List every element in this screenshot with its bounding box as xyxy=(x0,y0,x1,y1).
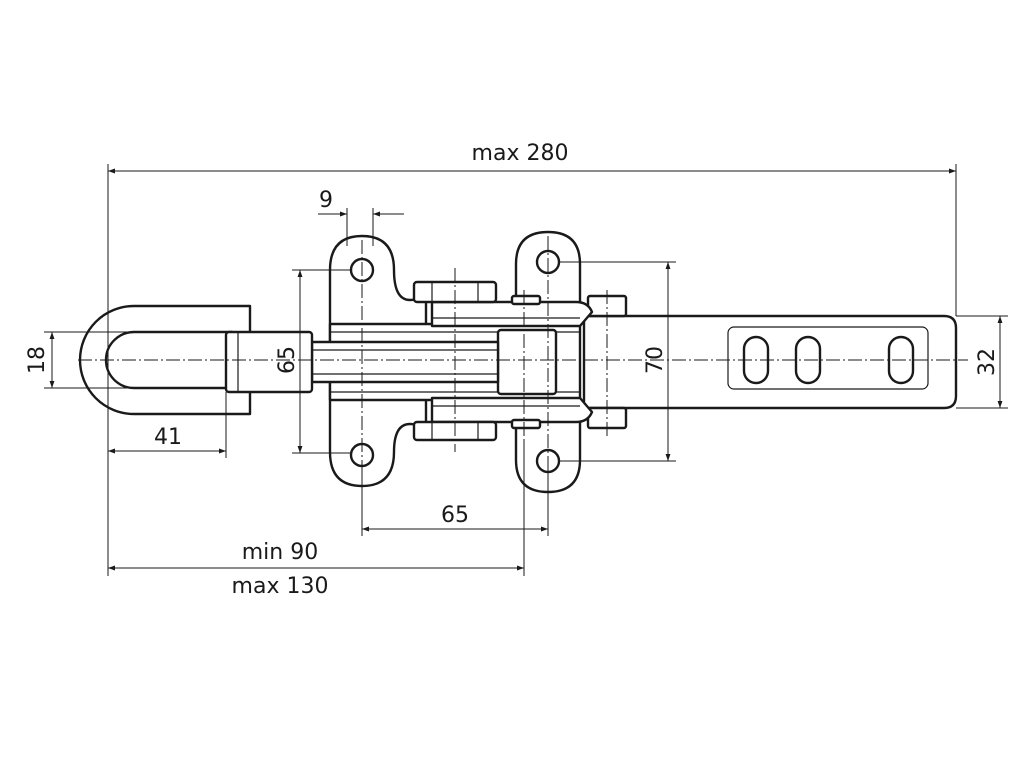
dim-bar-width: 18 xyxy=(25,331,130,389)
dim-overall-length-label: max 280 xyxy=(472,141,569,166)
dim-reach-min-label: min 90 xyxy=(242,540,318,565)
clamp-handle xyxy=(558,314,958,410)
dim-bar-width-label: 18 xyxy=(25,346,50,374)
dim-pin-offset: 9 xyxy=(318,188,404,246)
plunger-block xyxy=(496,328,558,396)
dim-frame-height-label: 70 xyxy=(643,346,668,374)
u-bolt-loop xyxy=(78,304,314,416)
dim-plate-height: 65 xyxy=(275,269,350,454)
dim-loop-length-label: 41 xyxy=(154,425,182,450)
mounting-hole xyxy=(535,249,561,275)
dim-handle-width: 32 xyxy=(956,315,1008,409)
draw-bar xyxy=(310,340,500,384)
dim-frame-height: 70 xyxy=(560,261,676,462)
dim-loop-length: 41 xyxy=(108,392,227,458)
dim-handle-width-label: 32 xyxy=(975,348,1000,376)
dim-plate-height-label: 65 xyxy=(275,346,300,374)
dim-hole-spacing: 65 xyxy=(361,470,549,536)
dim-pin-offset-label: 9 xyxy=(319,188,333,213)
dim-hole-spacing-label: 65 xyxy=(441,503,469,528)
dim-overall-length: max 280 xyxy=(107,141,957,576)
dim-reach-max-label: max 130 xyxy=(232,574,329,599)
dim-reach: min 90 max 130 xyxy=(108,440,525,599)
center-lines xyxy=(78,236,968,500)
link-arms xyxy=(430,300,594,424)
